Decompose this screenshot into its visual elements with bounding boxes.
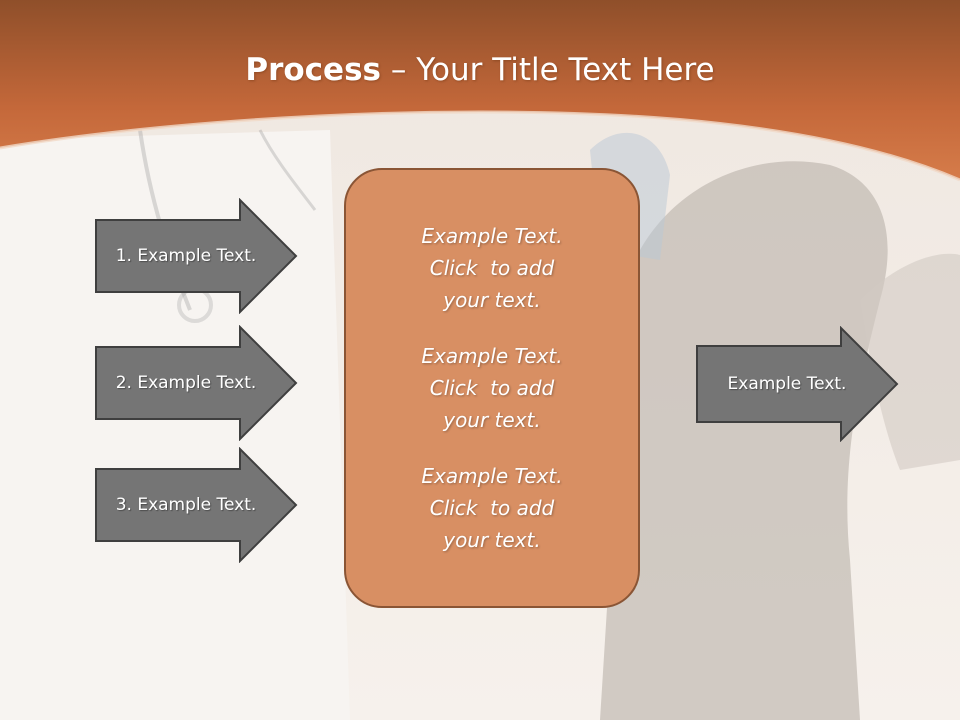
- center-text-line: Example Text.: [421, 344, 563, 368]
- center-text-line: Example Text.: [421, 224, 563, 248]
- arrow-shape: [696, 326, 899, 442]
- left-arrow-label: 3. Example Text.: [115, 495, 257, 515]
- center-process-box[interactable]: Example Text. Click to add your text. Ex…: [344, 168, 640, 608]
- arrow-shape: [95, 198, 298, 314]
- center-text-block-2: Example Text. Click to add your text.: [362, 340, 622, 436]
- center-text-line: Example Text.: [421, 464, 563, 488]
- left-arrow-3[interactable]: 3. Example Text.: [94, 447, 298, 563]
- left-arrow-label: 2. Example Text.: [115, 373, 257, 393]
- arrow-shape: [95, 325, 298, 441]
- center-text-block-1: Example Text. Click to add your text.: [362, 220, 622, 316]
- right-arrow[interactable]: Example Text.: [695, 326, 899, 442]
- arrow-shape: [95, 447, 298, 563]
- center-text-line: your text.: [443, 408, 541, 432]
- center-text-line: Click to add: [429, 496, 555, 520]
- left-arrow-label: 1. Example Text.: [115, 246, 257, 266]
- center-text-line: your text.: [443, 528, 541, 552]
- center-text-line: Click to add: [429, 376, 555, 400]
- center-text-line: your text.: [443, 288, 541, 312]
- right-arrow-label: Example Text.: [727, 374, 847, 394]
- center-text-line: Click to add: [429, 256, 555, 280]
- left-arrow-2[interactable]: 2. Example Text.: [94, 325, 298, 441]
- center-text-block-3: Example Text. Click to add your text.: [362, 460, 622, 556]
- left-arrow-1[interactable]: 1. Example Text.: [94, 198, 298, 314]
- slide-title: Process – Your Title Text Here: [0, 52, 960, 88]
- title-rest: – Your Title Text Here: [381, 52, 715, 88]
- title-bold: Process: [245, 52, 381, 88]
